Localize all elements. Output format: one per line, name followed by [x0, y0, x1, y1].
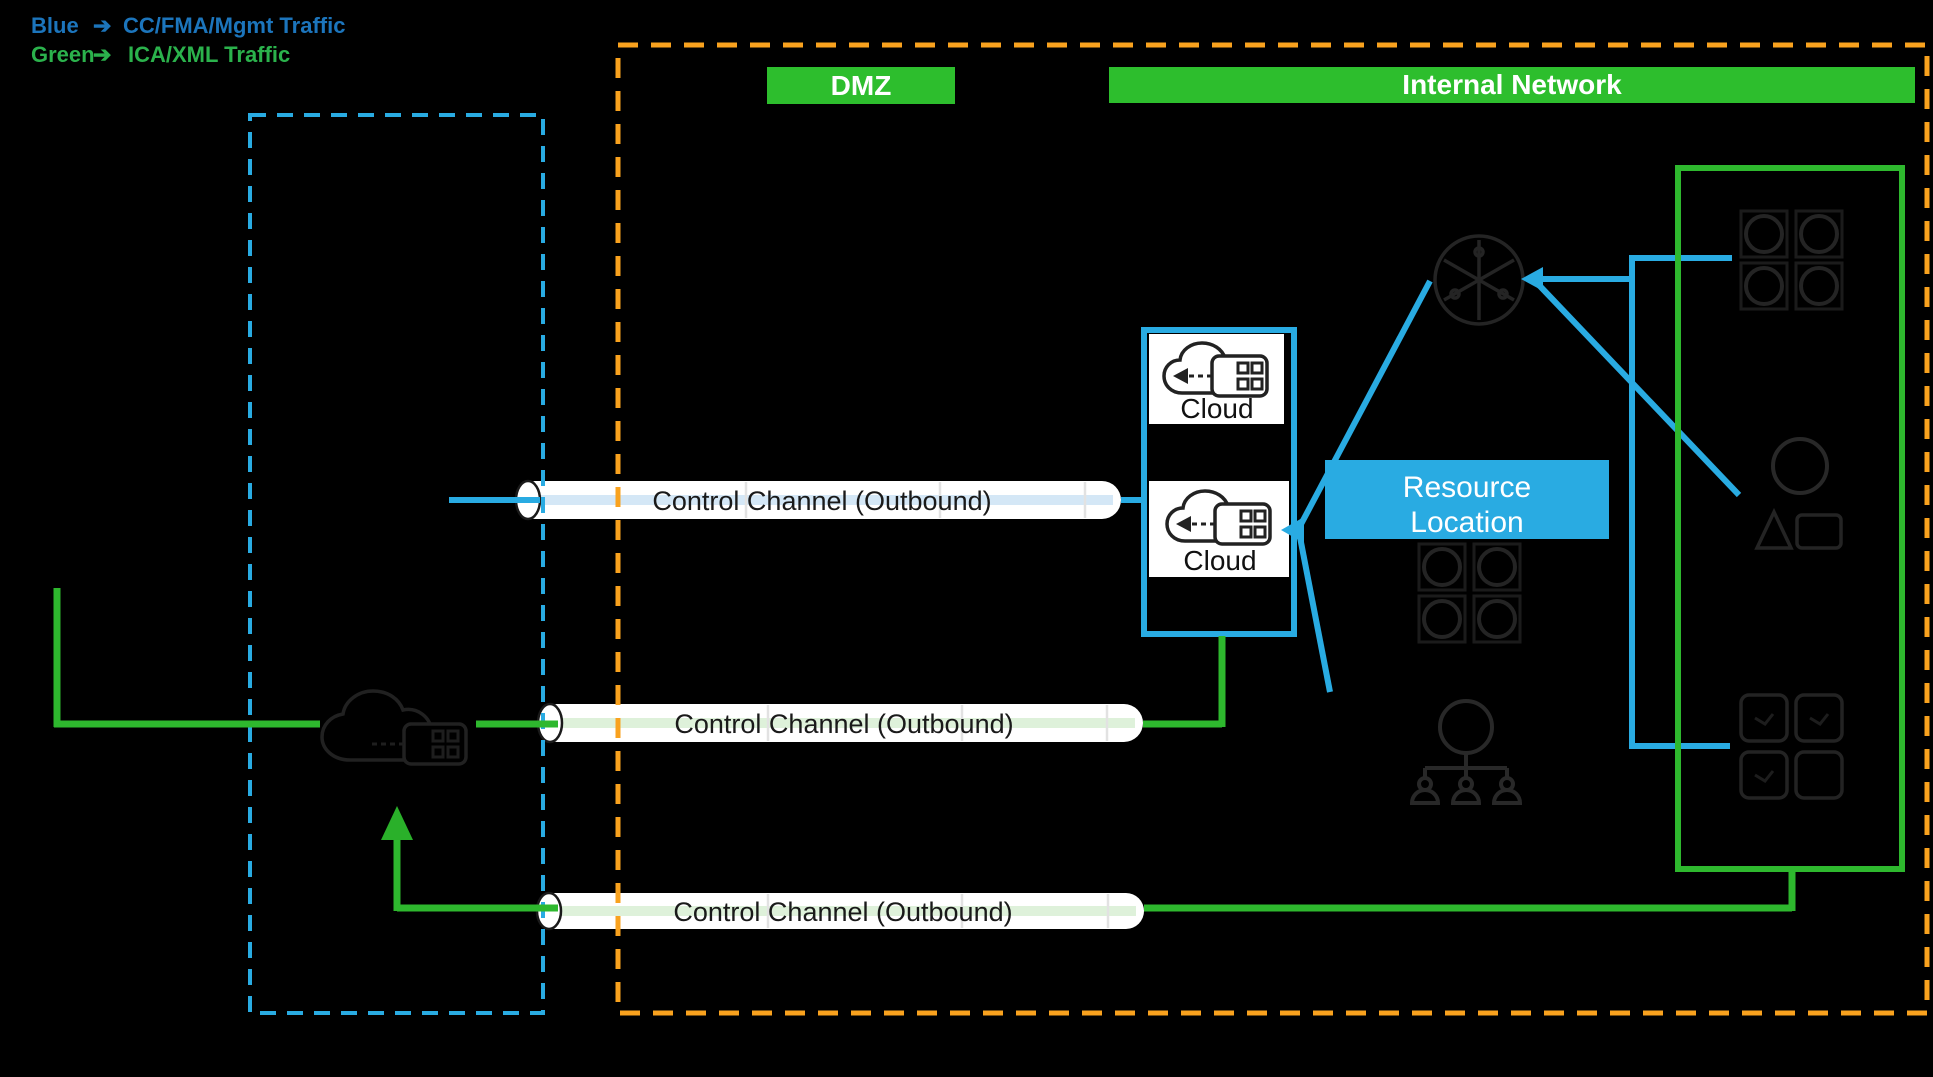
cloud-zone-dashed-boundary — [248, 113, 545, 1015]
control-channel-label: Control Channel (Outbound) — [674, 709, 1013, 739]
vda-hosts-green-box — [1675, 165, 1905, 872]
control-channel-label: Control Channel (Outbound) — [652, 486, 991, 516]
cloud-connector-1: Cloud — [1149, 334, 1284, 424]
legend-label: CC/FMA/Mgmt Traffic — [123, 13, 345, 38]
svg-text:Location: Location — [1410, 506, 1523, 539]
cloud-connector-label: Cloud — [1183, 545, 1256, 576]
faint-user-tree-icon — [1409, 699, 1523, 805]
legend: Blue ➔ CC/FMA/Mgmt Traffic Green ➔ ICA/X… — [31, 13, 345, 67]
svg-text:Resource: Resource — [1403, 471, 1531, 504]
faint-cloud-icon — [320, 682, 476, 766]
cloud-connector-label: Cloud — [1180, 393, 1253, 424]
legend-item-blue: Blue ➔ CC/FMA/Mgmt Traffic — [31, 13, 345, 38]
control-channel-pill-2: Control Channel (Outbound) — [536, 702, 1143, 744]
legend-term: Blue — [31, 13, 79, 38]
customer-network-dashed-boundary — [615, 42, 1930, 1016]
resource-location-badge: Resource Location — [1325, 460, 1609, 539]
faint-big-circle-icon — [1771, 437, 1829, 495]
left-arrowhead-at-wheel-icon — [1521, 267, 1543, 291]
right-arrow-icon: ➔ — [93, 42, 111, 67]
legend-term: Green — [31, 42, 95, 67]
control-channel-pill-3: Control Channel (Outbound) — [535, 891, 1144, 931]
faint-app-grid-bottom-icon — [1739, 693, 1844, 800]
up-arrow-icon — [381, 806, 413, 840]
cloud-connector-2: Cloud — [1149, 481, 1289, 577]
faint-server-grid-middle-icon — [1417, 542, 1522, 644]
svg-text:Internal Network: Internal Network — [1402, 69, 1622, 100]
left-arrowhead-at-connector-icon — [1281, 517, 1304, 543]
faint-desktop-user-icon — [1754, 507, 1843, 550]
faint-spoke-wheel-icon — [1433, 234, 1525, 326]
control-channel-pill-1: Control Channel (Outbound) — [514, 479, 1121, 521]
legend-label: ICA/XML Traffic — [128, 42, 290, 67]
svg-text:DMZ: DMZ — [831, 70, 892, 101]
cloud-connectors-box: Cloud Cloud — [1141, 327, 1297, 637]
right-arrow-icon: ➔ — [93, 13, 111, 38]
faint-server-grid-top-icon — [1739, 209, 1844, 311]
green-traffic-lines — [53, 588, 1796, 912]
control-channel-label: Control Channel (Outbound) — [673, 897, 1012, 927]
dmz-zone-label: DMZ — [767, 67, 955, 104]
internal-network-zone-label: Internal Network — [1109, 67, 1915, 103]
legend-item-green: Green ➔ ICA/XML Traffic — [31, 42, 290, 67]
